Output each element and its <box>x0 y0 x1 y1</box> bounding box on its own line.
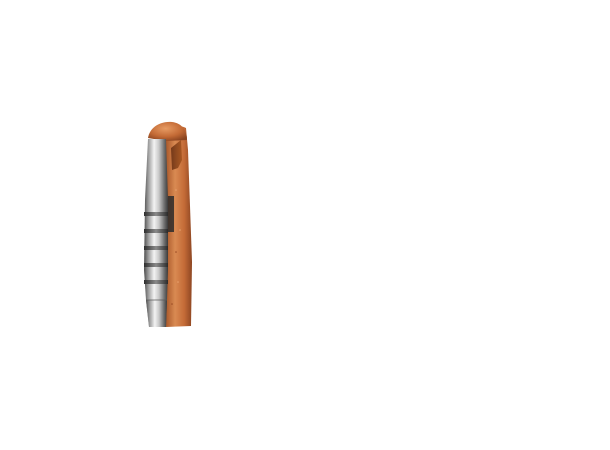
copper-core <box>148 121 192 327</box>
steel-jacket <box>144 139 168 327</box>
